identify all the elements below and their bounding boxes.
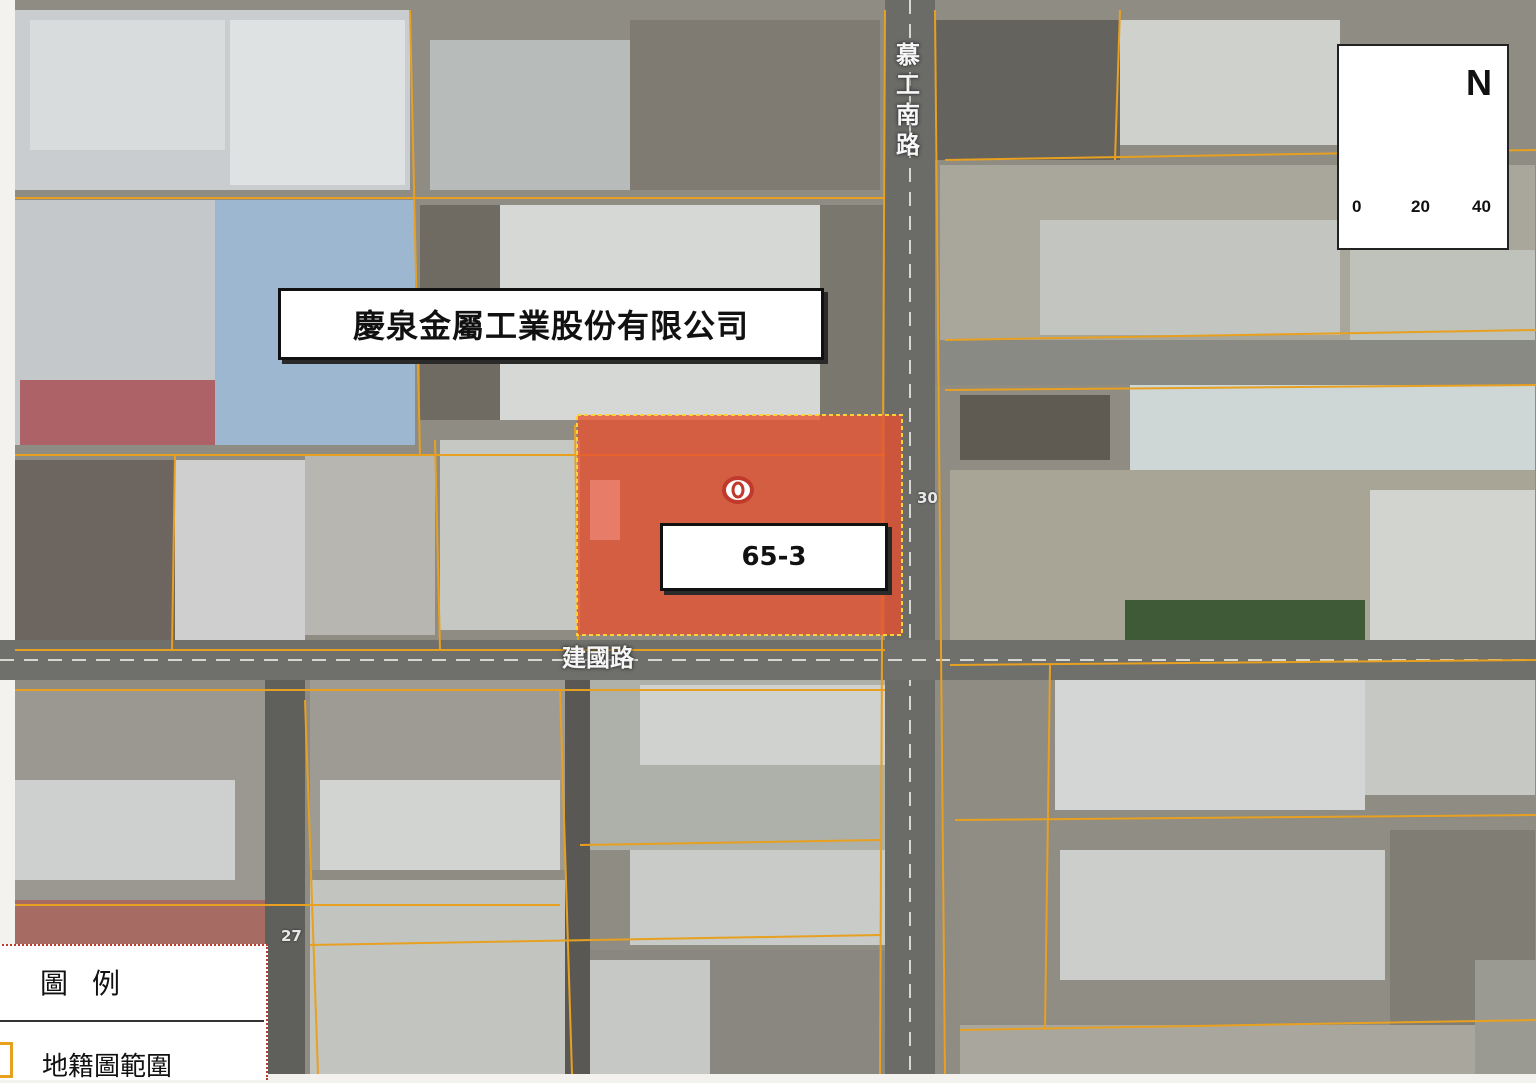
- road-marker-30: 30: [917, 489, 938, 507]
- road-name-vertical: 慕工南路: [896, 41, 920, 159]
- legend-title: 圖例: [40, 967, 145, 1000]
- lot-number-label: 65-3: [660, 523, 888, 591]
- scale-tick-0: 0: [1352, 197, 1362, 216]
- road-marker-27: 27: [281, 927, 302, 945]
- north-arrow-panel: [1337, 44, 1509, 250]
- legend-panel: [0, 944, 268, 1080]
- legend-item-cadastral: 地籍圖範圍: [42, 1052, 173, 1082]
- parcel-boundary-swatch-icon: [0, 1042, 13, 1078]
- legend-divider: [0, 1020, 264, 1022]
- company-label: 慶泉金屬工業股份有限公司: [278, 288, 824, 360]
- scale-tick-20: 20: [1411, 197, 1430, 216]
- scale-tick-40: 40: [1472, 197, 1491, 216]
- north-label: N: [1466, 62, 1492, 103]
- road-name-horizontal: 建國路: [562, 644, 634, 672]
